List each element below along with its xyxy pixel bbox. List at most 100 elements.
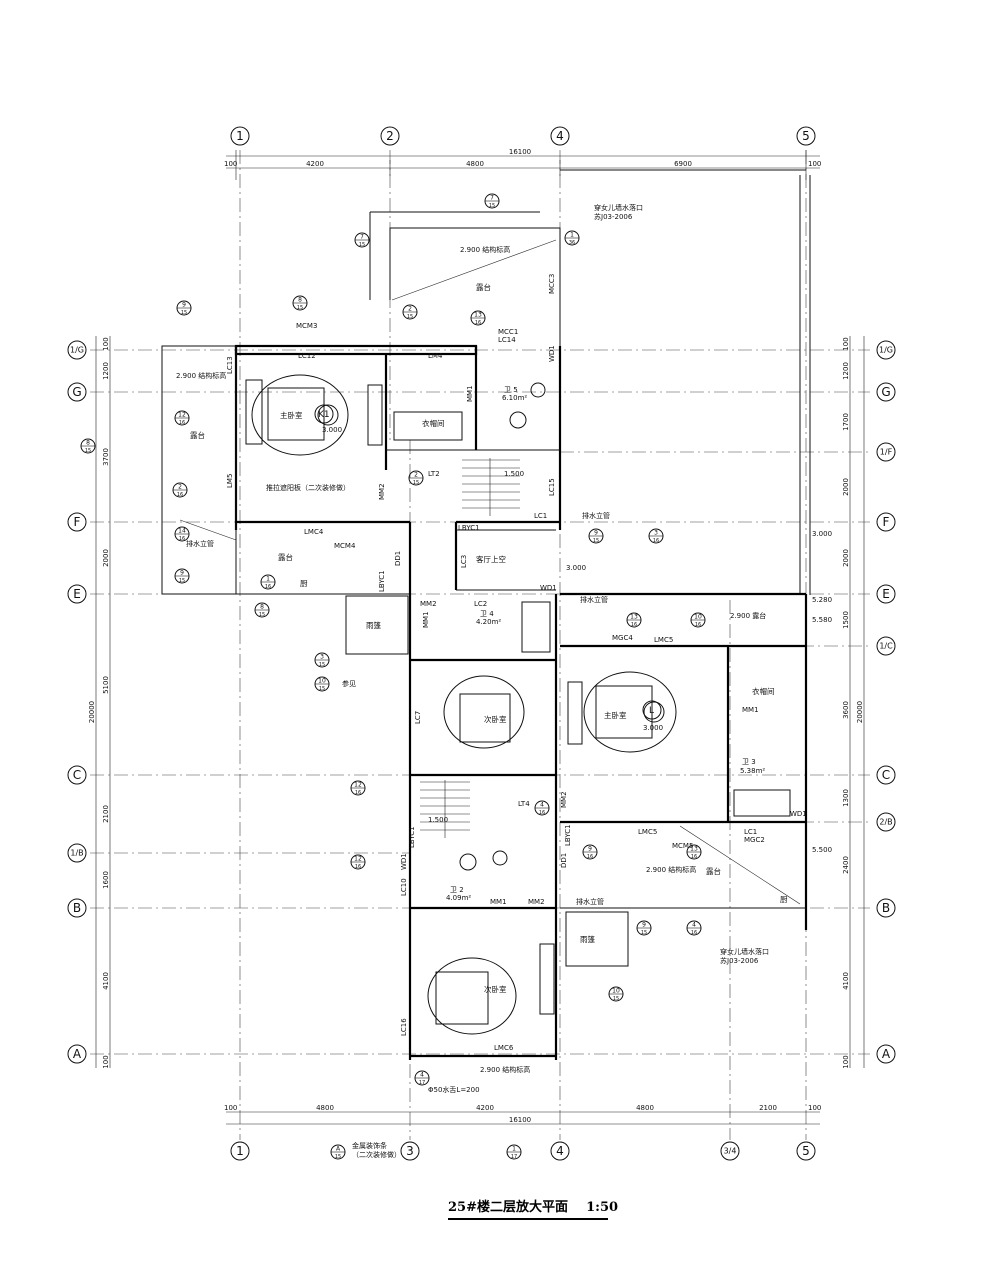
- detail-ref-number: 12: [354, 856, 362, 863]
- room-second-bedroom: 次卧室: [484, 714, 507, 724]
- drain-note: 排水立管: [580, 595, 608, 604]
- axis-bubble: [720, 1141, 740, 1161]
- room-canopy: 雨篷: [580, 934, 595, 944]
- elev-value: 3.000: [322, 426, 342, 434]
- detail-ref-sheet: 15: [407, 314, 413, 320]
- detail-ref-sheet: 16: [355, 864, 361, 870]
- axis-label: 1: [236, 129, 244, 143]
- detail-ref-number: 13: [630, 614, 638, 621]
- detail-ref-sheet: 16: [355, 790, 361, 796]
- axis-label: 1/G: [879, 346, 893, 355]
- dim-seg: 4200: [306, 160, 324, 168]
- axis-bubble: [400, 1141, 420, 1161]
- axis-label: A: [73, 1047, 82, 1061]
- code: LBYC1: [564, 824, 572, 846]
- dim-seg: 2000: [102, 549, 110, 567]
- elev-value: 5.500: [812, 846, 832, 854]
- detail-ref-sheet: 36: [569, 240, 575, 246]
- detail-ref-bubble: 316: [648, 528, 664, 544]
- room-terrace: 露台: [278, 552, 293, 562]
- detail-ref-number: 4: [420, 1072, 424, 1079]
- code: WD1: [400, 853, 408, 870]
- detail-ref-number: 10: [694, 614, 702, 621]
- elev-value: 1.500: [428, 816, 448, 824]
- dim-seg: 4800: [636, 1104, 654, 1112]
- axis-label: C: [73, 768, 81, 782]
- detail-ref-sheet: 16: [265, 584, 271, 590]
- walls: [161, 169, 811, 1060]
- detail-ref-bubble: 136: [564, 230, 580, 246]
- axis-label: 1: [236, 1144, 244, 1158]
- detail-ref-number: 2: [414, 472, 418, 479]
- k-mark: L: [649, 706, 654, 716]
- dim-seg: 4100: [842, 972, 850, 990]
- detail-ref-number: 7: [490, 195, 494, 202]
- detail-ref-sheet: 16: [695, 622, 701, 628]
- detail-ref-number: 3: [654, 530, 658, 537]
- detail-ref-sheet: 15: [181, 310, 187, 316]
- dim-seg: 1500: [842, 611, 850, 629]
- dim-end: 100: [102, 1055, 110, 1068]
- elev-value: 5.280: [812, 596, 832, 604]
- room-canopy: 厨: [780, 895, 788, 904]
- axis-bubbles-top: 1 2 4 5: [230, 126, 816, 146]
- code: LC2: [474, 600, 487, 608]
- code: LMC5: [654, 636, 673, 644]
- code: MM2: [420, 600, 437, 608]
- code: LBYC1: [378, 570, 386, 592]
- room-void: 客厅上空: [476, 554, 506, 564]
- code: MM2: [528, 898, 545, 906]
- title-text: 25#楼二层放大平面: [448, 1200, 568, 1215]
- dim-seg: 2000: [842, 549, 850, 567]
- detail-ref-number: 1: [570, 232, 574, 239]
- detail-ref-number: 9: [588, 846, 592, 853]
- overflow-note: 穿女儿墙水落口: [720, 947, 769, 956]
- dim-seg: 4800: [466, 160, 484, 168]
- detail-ref-sheet: 15: [613, 996, 619, 1002]
- code: MM1: [742, 706, 759, 714]
- detail-ref-number: 2: [408, 306, 412, 313]
- detail-ref-number: 8: [298, 297, 302, 304]
- detail-ref-number: 8: [260, 604, 264, 611]
- code: WD1: [548, 345, 556, 362]
- detail-ref-bubble: 216: [172, 482, 188, 498]
- detail-ref-number: 1: [512, 1146, 516, 1153]
- detail-ref-bubble: 915: [176, 300, 192, 316]
- detail-ref-sheet: 16: [539, 810, 545, 816]
- dimensions-left: 20000 1200 3700 2000 5100 2100 1600 4100…: [88, 336, 111, 1069]
- detail-ref-bubble: 116: [260, 574, 276, 590]
- detail-ref-bubble: 916: [582, 844, 598, 860]
- detail-ref-bubble: 215: [408, 470, 424, 486]
- room-closet: 衣帽间: [752, 686, 775, 696]
- detail-ref-number: 13: [690, 846, 698, 853]
- code: LC12: [298, 352, 316, 360]
- code: LM4: [428, 352, 443, 360]
- detail-ref-bubble: 915: [588, 528, 604, 544]
- detail-ref-number: 10: [612, 988, 620, 995]
- dim-seg: 1700: [842, 413, 850, 431]
- overflow-note: 穿女儿墙水落口: [594, 203, 643, 212]
- detail-ref-number: A: [336, 1146, 341, 1153]
- room-terrace: 露台: [706, 866, 721, 876]
- elevation-note: 2.900 结构标高: [176, 371, 226, 380]
- code: MCM5: [672, 842, 693, 850]
- dimensions-bottom: 4800 4200 4800 2100 16100 100 100: [224, 1104, 821, 1125]
- detail-ref-number: 3: [320, 654, 324, 661]
- elev-value: 5.580: [812, 616, 832, 624]
- detail-ref-sheet: 15: [359, 242, 365, 248]
- code: LC15: [548, 478, 556, 496]
- code: LC3: [460, 555, 468, 568]
- elev-value: 3.000: [812, 530, 832, 538]
- detail-ref-sheet: 15: [319, 662, 325, 668]
- axis-label: G: [881, 385, 890, 399]
- axis-label: 2: [386, 129, 394, 143]
- detail-ref-number: 8: [86, 440, 90, 447]
- code: LC1: [744, 828, 757, 836]
- code: LBYC1: [408, 826, 416, 848]
- code: LC1: [534, 512, 547, 520]
- wc-area: 6.10m²: [502, 394, 527, 402]
- detail-ref-bubble: 815: [80, 438, 96, 454]
